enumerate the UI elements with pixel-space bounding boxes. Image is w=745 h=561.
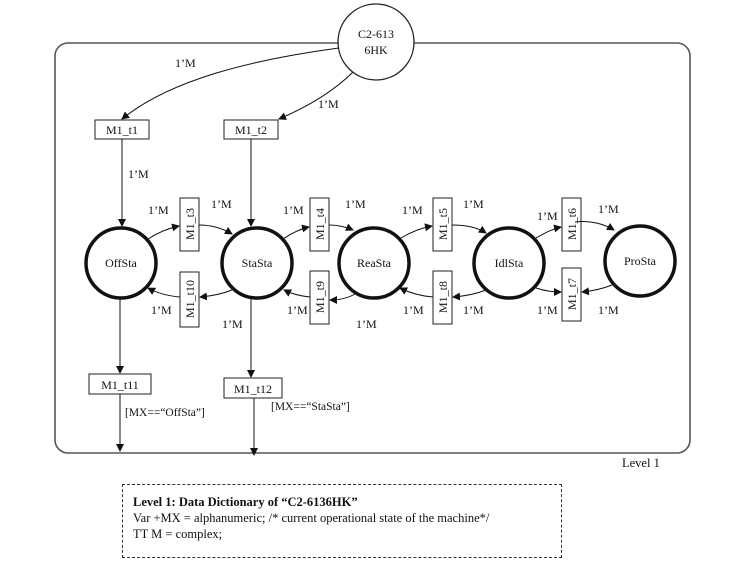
place-label: IdlSta: [495, 256, 524, 270]
place-idlsta[interactable]: [472, 226, 546, 300]
arc-t10-to-offsta: [147, 287, 181, 298]
place-offsta[interactable]: [84, 226, 158, 300]
arc-idlsta-to-t7: [535, 287, 562, 296]
transition-label: M1_t1: [106, 123, 138, 137]
transition-label: M1_t8: [436, 281, 450, 313]
transition-label: M1_t4: [313, 208, 327, 240]
arc-label: 1’M: [287, 303, 308, 317]
arc-label: 1’M: [211, 197, 232, 211]
arc-t4-to-reasta: [328, 223, 354, 231]
arc-label: 1’M: [402, 203, 423, 217]
place-prosta[interactable]: [603, 224, 677, 298]
level-label: Level 1: [622, 456, 660, 470]
data-dictionary-title: Level 1: Data Dictionary of “C2-6136HK”: [133, 495, 358, 509]
data-dictionary-box: Level 1: Data Dictionary of “C2-6136HK” …: [122, 484, 562, 558]
transition-m1-t8[interactable]: [432, 270, 453, 325]
arc-label: 1’M: [537, 209, 558, 223]
guard-t11: [MX==“OffSta”]: [125, 407, 205, 419]
arc-t3-to-stasta: [198, 224, 233, 235]
arc-label: 1’M: [148, 203, 169, 217]
arc-label: 1’M: [463, 303, 484, 317]
arc-idlsta-to-t6: [535, 224, 562, 239]
arc-label: 1’M: [283, 203, 304, 217]
place-label: ReaSta: [357, 256, 392, 270]
arc-label: 1’M: [345, 197, 366, 211]
arc-label: 1’M: [175, 56, 196, 70]
arc-idlsta-to-t8: [452, 289, 487, 301]
transition-m1-t12[interactable]: [223, 377, 283, 399]
arc-t5-to-idlsta: [451, 224, 487, 234]
arc-label: 1’M: [463, 197, 484, 211]
arc-stasta-to-t4: [282, 224, 310, 240]
place-label: OffSta: [105, 256, 137, 270]
transition-label: M1_t11: [101, 378, 139, 392]
transition-label: M1_t9: [313, 281, 327, 313]
arc-label: 1’M: [598, 202, 619, 216]
arc-label: 1’M: [356, 317, 377, 331]
arc-ext-to-t2: [278, 71, 354, 120]
arc-t6-to-prosta: [574, 221, 615, 231]
transition-label: M1_t6: [565, 208, 579, 240]
arc-label: 1’M: [128, 167, 149, 181]
arc-label: 1’M: [537, 303, 558, 317]
place-stasta[interactable]: [220, 226, 294, 300]
transition-label: M1_t2: [235, 123, 267, 137]
external-place-label-line2: 6HK: [364, 43, 388, 57]
transition-label: M1_t5: [436, 208, 450, 240]
arc-label: 1’M: [403, 303, 424, 317]
transition-m1-t6[interactable]: [561, 197, 582, 252]
data-dictionary-line: TT M = complex;: [133, 527, 223, 541]
arc-prosta-to-t7: [581, 284, 613, 296]
transition-m1-t9[interactable]: [309, 270, 330, 325]
guard-t12: [MX==“StaSta”]: [271, 401, 350, 413]
arc-reasta-to-t5: [400, 223, 433, 239]
place-reasta[interactable]: [337, 226, 411, 300]
transition-label: M1_t12: [234, 382, 272, 396]
transition-label: M1_t3: [183, 208, 197, 240]
transition-label: M1_t10: [183, 280, 197, 318]
place-label: StaSta: [242, 256, 273, 270]
transition-m1-t10[interactable]: [179, 271, 200, 328]
arc-label: 1’M: [598, 303, 619, 317]
arc-label: 1’M: [151, 303, 172, 317]
arc-stasta-to-t10: [199, 289, 233, 301]
arc-reasta-to-t9: [329, 293, 356, 304]
arc-t8-to-reasta: [399, 287, 434, 298]
external-place-label-line1: C2-613: [358, 27, 394, 41]
data-dictionary-line: Var +MX = alphanumeric; /* current opera…: [133, 511, 490, 525]
external-place-c2-6136hk[interactable]: [337, 3, 415, 81]
arc-ext-to-t1: [121, 47, 340, 120]
transition-m1-t7[interactable]: [561, 267, 582, 322]
arc-t9-to-stasta: [283, 289, 311, 298]
arc-label: 1’M: [222, 317, 243, 331]
arc-label: 1’M: [318, 97, 339, 111]
place-label: ProSta: [624, 254, 657, 268]
arc-offsta-to-t3: [147, 223, 180, 240]
transition-label: M1_t7: [565, 278, 579, 310]
